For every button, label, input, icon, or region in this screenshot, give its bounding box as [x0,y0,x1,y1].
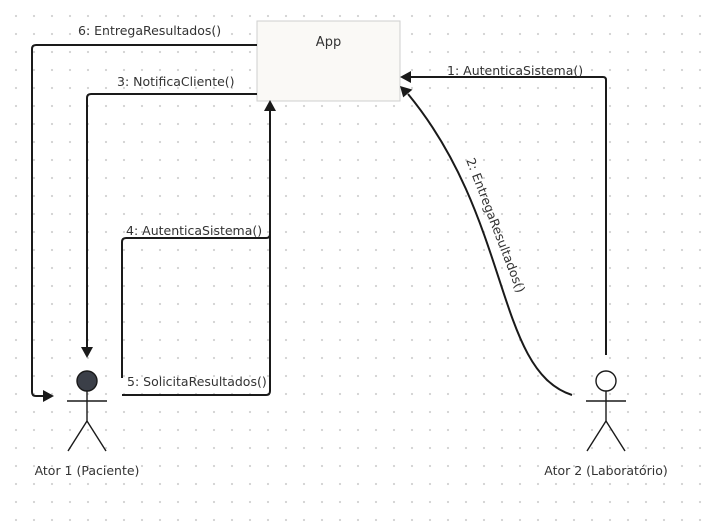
actor-paciente-label: Ator 1 (Paciente) [35,463,140,478]
message-4[interactable]: 4: AutenticaSistema() [121,100,276,378]
actor-laboratorio-label: Ator 2 (Laboratório) [544,463,668,478]
message-2-line [407,93,573,396]
message-3-label: 3: NotificaCliente() [117,74,235,89]
message-1-line [410,76,607,355]
message-4-arrowhead [264,100,276,111]
message-4-label: 4: AutenticaSistema() [126,223,262,238]
actor-paciente[interactable]: Ator 1 (Paciente) [35,370,140,478]
message-5-line [122,110,271,396]
message-3[interactable]: 3: NotificaCliente() [81,74,257,358]
actor-laboratorio-leg-right [605,420,626,452]
app-box [256,20,401,102]
message-1-arrowhead [400,71,411,83]
message-2-label: 2: EntregaResultados() [463,156,528,295]
app-title: App [316,35,341,50]
message-2-arrowhead [400,86,413,98]
message-6-line [31,44,257,397]
message-4-line [121,110,271,378]
actor-paciente-head [76,370,98,392]
message-6[interactable]: 6: EntregaResultados() [31,23,257,402]
message-5[interactable]: 5: SolicitaResultados() [122,110,271,396]
message-6-arrowhead [43,390,54,402]
actor-laboratorio[interactable]: Ator 2 (Laboratório) [544,370,668,478]
message-6-label: 6: EntregaResultados() [78,23,221,38]
message-5-label: 5: SolicitaResultados() [127,374,267,389]
actor-laboratorio-head [595,370,617,392]
actor-paciente-leg-right [86,420,107,452]
message-1[interactable]: 1: AutenticaSistema() [400,63,607,355]
message-2[interactable]: 2: EntregaResultados() [400,86,573,396]
message-3-arrowhead [81,347,93,358]
message-3-line [86,93,257,348]
actor-laboratorio-leg-left [586,420,607,452]
app-node[interactable]: App [256,20,401,102]
message-1-label: 1: AutenticaSistema() [447,63,583,78]
actor-paciente-leg-left [67,420,88,452]
